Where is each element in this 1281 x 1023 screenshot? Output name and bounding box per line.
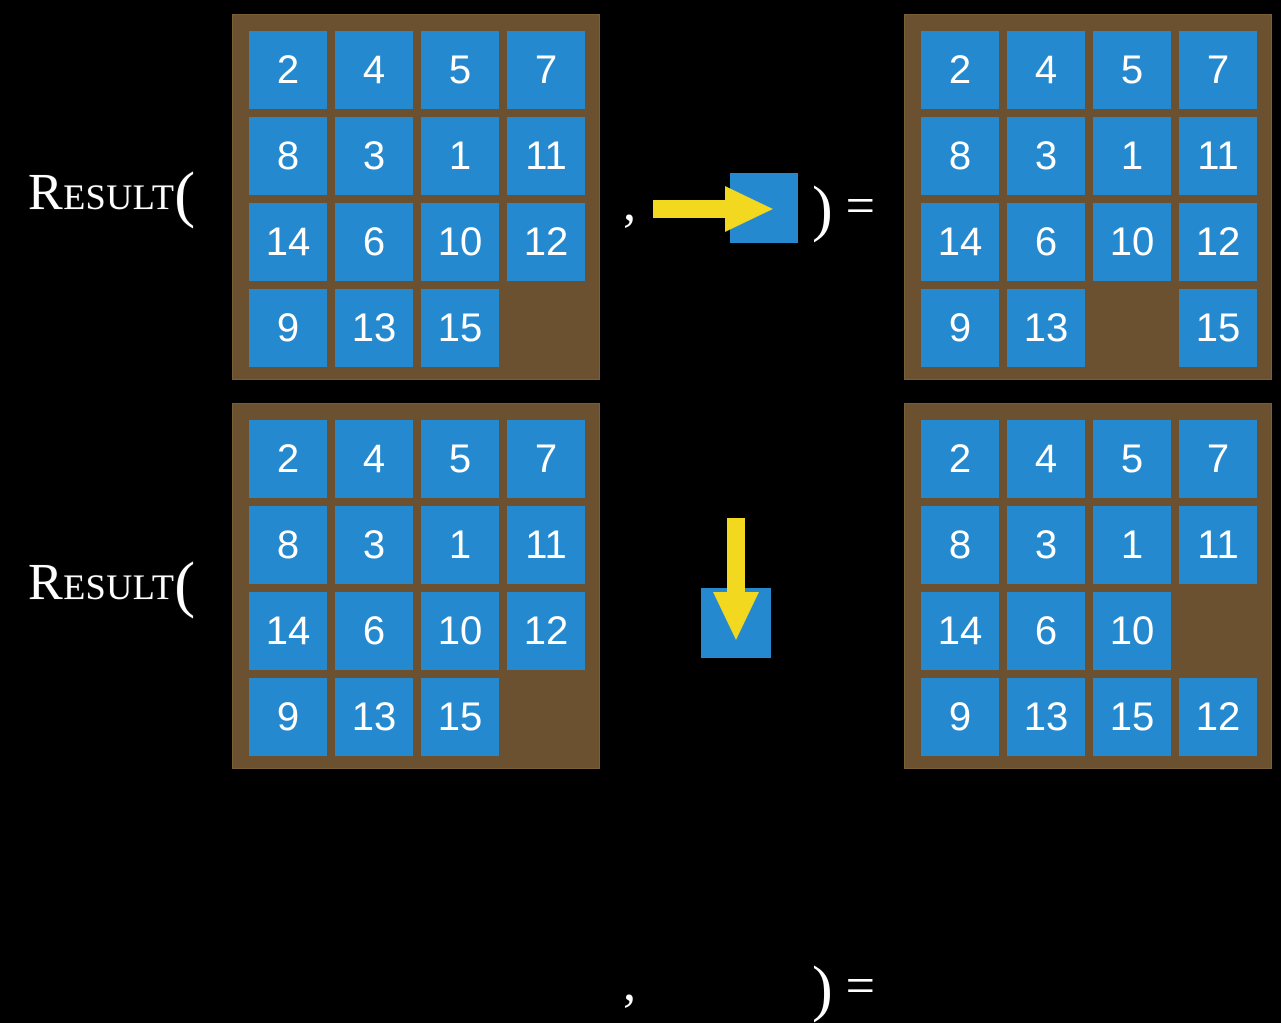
tile[interactable]: 8 [921,117,999,195]
blank-cell [1179,592,1257,670]
close-paren-top: ) [812,175,833,243]
tile[interactable]: 7 [507,420,585,498]
tile[interactable]: 1 [1093,506,1171,584]
result-rest-bottom: esult [63,554,175,611]
equation-row-move-down: Result( 2 4 5 7 8 3 1 11 14 6 10 12 9 13… [0,390,1281,1020]
tile[interactable]: 8 [921,506,999,584]
close-paren-equals-bottom: ) = [812,958,875,1020]
tile[interactable]: 14 [921,592,999,670]
tile[interactable]: 8 [249,506,327,584]
tile[interactable]: 4 [335,31,413,109]
tile[interactable]: 13 [335,289,413,367]
result-initial-top: R [28,164,64,221]
tile[interactable]: 2 [921,31,999,109]
arrow-down-icon [713,518,759,640]
tile[interactable]: 13 [1007,289,1085,367]
tile[interactable]: 2 [249,31,327,109]
tile[interactable]: 2 [249,420,327,498]
tile[interactable]: 3 [1007,117,1085,195]
tile[interactable]: 10 [421,592,499,670]
tile[interactable]: 13 [1007,678,1085,756]
tile[interactable]: 1 [421,117,499,195]
tile[interactable]: 15 [1179,289,1257,367]
tile[interactable]: 4 [1007,420,1085,498]
comma-separator-bottom: , [623,955,636,1012]
tile[interactable]: 6 [1007,203,1085,281]
result-initial-bottom: R [28,554,64,611]
tile[interactable]: 7 [507,31,585,109]
tile[interactable]: 8 [249,117,327,195]
tile[interactable]: 1 [1093,117,1171,195]
tile[interactable]: 9 [249,289,327,367]
tile[interactable]: 14 [249,203,327,281]
tile[interactable]: 3 [1007,506,1085,584]
tile[interactable]: 9 [249,678,327,756]
close-paren-equals-top: ) = [812,178,875,240]
tile[interactable]: 3 [335,506,413,584]
output-board-top: 2 4 5 7 8 3 1 11 14 6 10 12 9 13 15 [904,14,1272,380]
open-paren-bottom: ( [174,551,196,619]
arrow-right-icon [653,186,773,232]
tile[interactable]: 4 [1007,31,1085,109]
tile[interactable]: 7 [1179,420,1257,498]
tile[interactable]: 11 [507,506,585,584]
tile[interactable]: 7 [1179,31,1257,109]
tile[interactable]: 5 [421,31,499,109]
output-board-bottom: 2 4 5 7 8 3 1 11 14 6 10 9 13 15 12 [904,403,1272,769]
tile[interactable]: 11 [1179,117,1257,195]
result-function-label-top: Result( [28,164,196,226]
tile[interactable]: 10 [421,203,499,281]
tile[interactable]: 10 [1093,592,1171,670]
tile[interactable]: 11 [507,117,585,195]
tile[interactable]: 9 [921,289,999,367]
tile[interactable]: 2 [921,420,999,498]
tile[interactable]: 5 [1093,31,1171,109]
input-board-top: 2 4 5 7 8 3 1 11 14 6 10 12 9 13 15 [232,14,600,380]
tile[interactable]: 14 [249,592,327,670]
tile[interactable]: 12 [507,592,585,670]
tile[interactable]: 5 [421,420,499,498]
tile[interactable]: 4 [335,420,413,498]
tile[interactable]: 10 [1093,203,1171,281]
tile[interactable]: 1 [421,506,499,584]
result-rest-top: esult [63,164,175,221]
comma-separator-top: , [623,175,636,232]
blank-cell [507,678,585,756]
equals-sign-top: = [845,178,875,235]
tile[interactable]: 12 [1179,203,1257,281]
tile[interactable]: 3 [335,117,413,195]
move-right-operand [620,0,900,390]
tile[interactable]: 11 [1179,506,1257,584]
tile[interactable]: 12 [507,203,585,281]
move-down-operand [620,390,900,780]
close-paren-bottom: ) [812,955,833,1023]
blank-cell [507,289,585,367]
tile[interactable]: 6 [1007,592,1085,670]
tile[interactable]: 9 [921,678,999,756]
equation-row-move-right: Result( 2 4 5 7 8 3 1 11 14 6 10 12 9 13… [0,0,1281,390]
tile[interactable]: 6 [335,592,413,670]
open-paren-top: ( [174,161,196,229]
blank-cell [1093,289,1171,367]
tile[interactable]: 14 [921,203,999,281]
tile[interactable]: 15 [1093,678,1171,756]
result-function-label-bottom: Result( [28,554,196,616]
tile[interactable]: 15 [421,289,499,367]
input-board-bottom: 2 4 5 7 8 3 1 11 14 6 10 12 9 13 15 [232,403,600,769]
tile[interactable]: 5 [1093,420,1171,498]
tile[interactable]: 15 [421,678,499,756]
tile[interactable]: 13 [335,678,413,756]
tile[interactable]: 6 [335,203,413,281]
equals-sign-bottom: = [845,958,875,1015]
tile[interactable]: 12 [1179,678,1257,756]
